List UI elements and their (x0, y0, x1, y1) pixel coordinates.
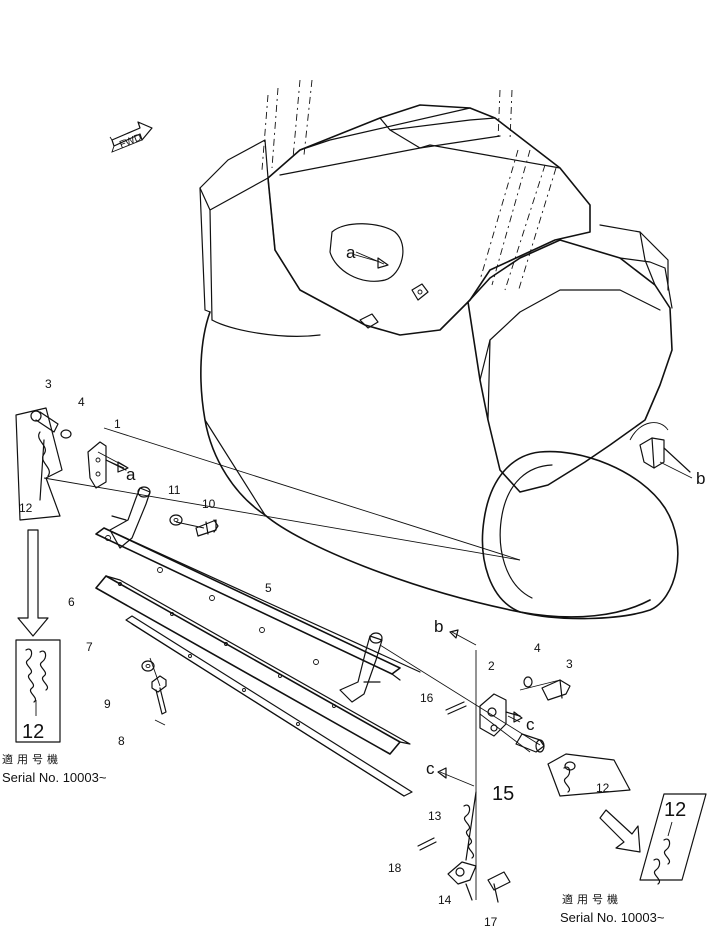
callout-3-right: 3 (566, 657, 573, 671)
ref-a-bracket: a (126, 465, 136, 484)
inset-box-right (639, 793, 707, 885)
callout-7: 7 (86, 640, 93, 654)
callout-15: 15 (492, 783, 514, 805)
left-spring-group (15, 407, 72, 521)
bracket-part-1 (87, 441, 127, 489)
inset-right-part-number: 12 (664, 799, 686, 821)
scraper-blade-5 (95, 486, 421, 703)
rubber-blade-6 (95, 575, 411, 755)
callout-4-right: 4 (534, 641, 541, 655)
ref-c-left: c (426, 759, 435, 778)
fwd-arrow-icon: FWD (109, 121, 153, 153)
inset-arrow-left (17, 529, 49, 637)
callout-numbers: 3 4 1 12 11 10 5 6 7 9 8 2 4 3 16 15 12 … (19, 377, 610, 927)
inset-left-labels: 12 適用号機 Serial No. 10003~ (2, 721, 107, 785)
callout-13: 13 (428, 809, 442, 823)
ref-c-right: c (526, 715, 535, 734)
roller-machine-body (199, 79, 691, 620)
callout-16: 16 (420, 691, 434, 705)
callout-14: 14 (438, 893, 452, 907)
callout-10: 10 (202, 497, 216, 511)
plate-7 (125, 615, 413, 797)
callout-3-left: 3 (45, 377, 52, 391)
callout-12-left: 12 (19, 501, 33, 515)
inset-right-labels: 12 適用号機 Serial No. 10003~ (560, 799, 686, 925)
fwd-label: FWD (118, 132, 143, 151)
callout-17: 17 (484, 915, 498, 927)
ref-b-right: b (696, 469, 705, 488)
inset-left-part-number: 12 (22, 721, 44, 743)
callout-9: 9 (104, 697, 111, 711)
inset-right-serial: Serial No. 10003~ (560, 910, 665, 925)
callout-6: 6 (68, 595, 75, 609)
callout-8: 8 (118, 734, 125, 748)
inset-left-serial: Serial No. 10003~ (2, 770, 107, 785)
callout-11: 11 (168, 483, 181, 497)
callout-4-left: 4 (78, 395, 85, 409)
reference-letters: a a b b c c (126, 243, 705, 778)
ref-a-body: a (346, 243, 356, 262)
inset-box-left (15, 639, 61, 743)
right-spring-group (547, 753, 631, 797)
callout-1: 1 (114, 417, 121, 431)
inset-right-jp-label: 適用号機 (562, 892, 622, 906)
callout-5: 5 (265, 581, 272, 595)
callout-12-right: 12 (596, 781, 610, 795)
ref-b-top: b (434, 617, 443, 636)
reference-arrows (105, 251, 693, 787)
callout-18: 18 (388, 861, 402, 875)
callout-2: 2 (488, 659, 495, 673)
inset-arrow-right (599, 809, 641, 853)
inset-left-jp-label: 適用号機 (2, 752, 62, 766)
leader-lines (43, 253, 561, 900)
hardware-parts (141, 514, 571, 903)
